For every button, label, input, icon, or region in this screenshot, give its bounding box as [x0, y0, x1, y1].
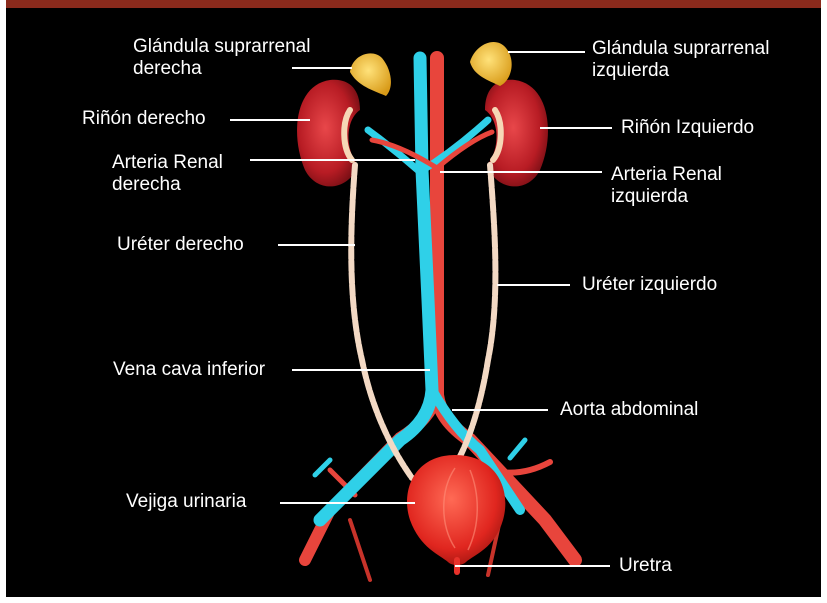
left-kidney [485, 80, 548, 187]
label-adrenal-left: Glándula suprarrenal izquierda [592, 38, 769, 82]
right-adrenal-gland [350, 53, 391, 96]
right-kidney [297, 80, 360, 187]
label-aorta: Aorta abdominal [560, 399, 698, 421]
label-urethra: Uretra [619, 555, 672, 577]
label-adrenal-left-text: Glándula suprarrenal izquierda [592, 38, 769, 82]
label-vena-cava: Vena cava inferior [113, 359, 265, 381]
label-renal-artery-left: Arteria Renal izquierda [611, 164, 722, 208]
label-ureter-left: Uréter izquierdo [582, 274, 717, 296]
label-renal-artery-right: Arteria Renal derecha [112, 152, 223, 196]
label-kidney-left: Riñón Izquierdo [621, 117, 754, 139]
left-adrenal-gland [470, 42, 512, 86]
label-bladder: Vejiga urinaria [126, 491, 246, 513]
label-ureter-right: Uréter derecho [117, 234, 244, 256]
label-kidney-right: Riñón derecho [82, 108, 206, 130]
label-renal-artery-left-text: Arteria Renal izquierda [611, 164, 722, 208]
label-adrenal-right-text: Glándula suprarrenal derecha [133, 36, 310, 80]
label-adrenal-right: Glándula suprarrenal derecha [133, 36, 310, 80]
label-renal-artery-right-text: Arteria Renal derecha [112, 152, 223, 196]
urinary-bladder [407, 455, 505, 565]
